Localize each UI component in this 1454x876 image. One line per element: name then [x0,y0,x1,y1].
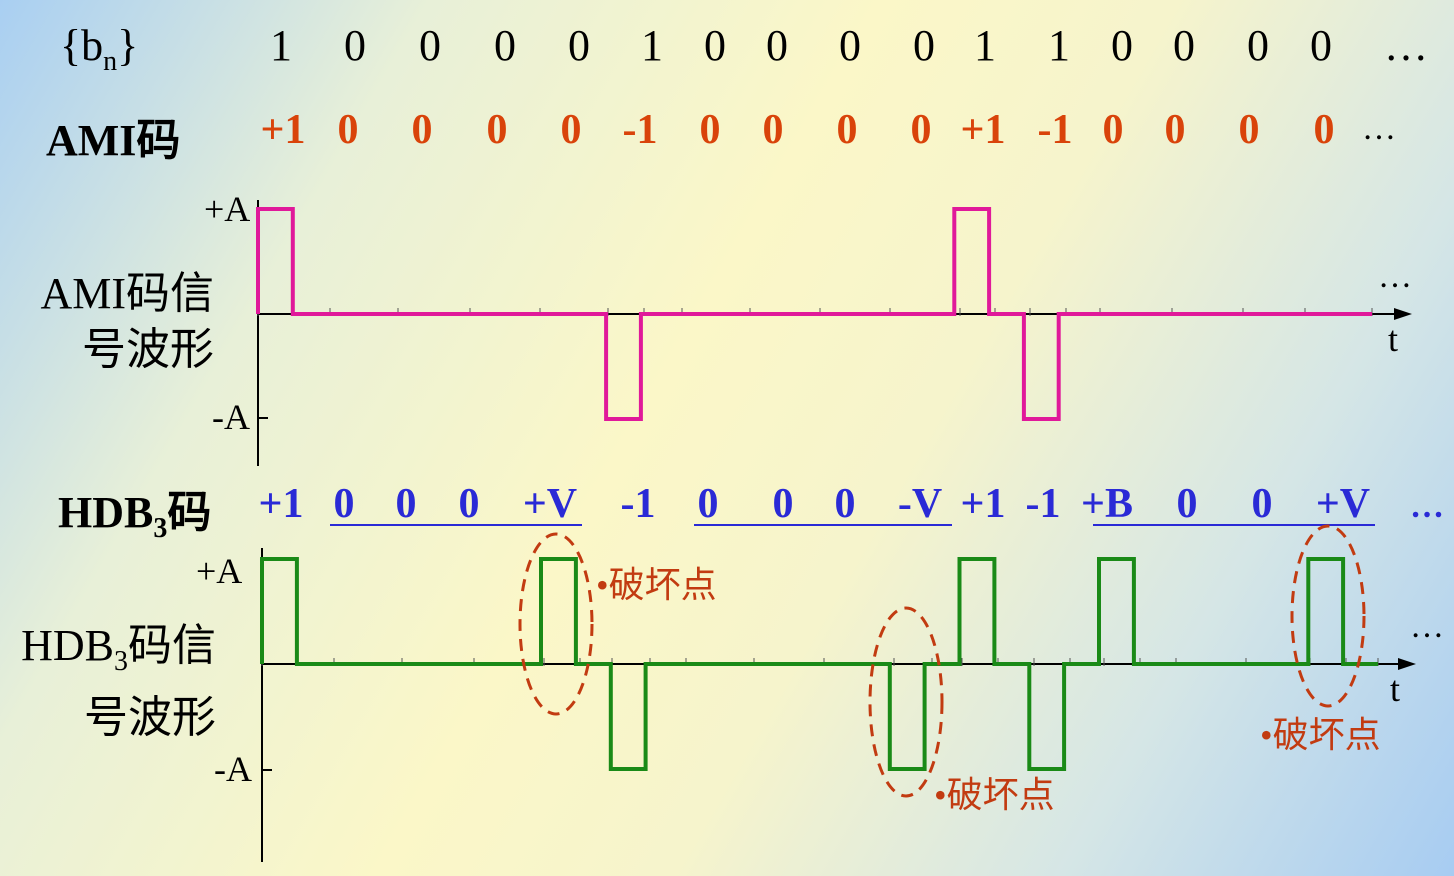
bn-digit: 0 [419,21,441,70]
hdb3-code-title: HDB3码 [58,488,212,544]
violation-ellipse [518,532,594,716]
hdb3-minus-a-label: -A [214,749,252,789]
bn-digit: 1 [1048,21,1070,70]
violation-ellipse [1290,524,1366,708]
hdb3-code-value: 0 [395,481,417,527]
hdb3-wave-ellipsis: … [1410,608,1444,645]
hdb3-code-value: 0 [697,481,719,527]
bn-digit: 0 [568,21,590,70]
hdb3-code-value: +1 [960,481,1006,527]
ami-wave-ellipsis: … [1378,258,1412,295]
hdb3-code-value: +1 [258,481,304,527]
ami-t-axis-arrow [1394,308,1412,320]
ami-code-value: 0 [1164,107,1186,153]
ami-code-title: AMI码 [46,116,181,165]
ami-t-label: t [1388,319,1399,359]
hdb3-t-axis-arrow [1398,658,1416,670]
hdb3-waveform-line [260,557,1378,771]
hdb3-plus-a-label: +A [196,551,243,591]
ami-code-value: 0 [1102,107,1124,153]
hdb3-code-value: +B [1081,481,1133,527]
ami-code-value: -1 [622,107,658,153]
bn-digit: 0 [1247,21,1269,70]
violation-note-2: •破坏点 [934,775,1055,815]
ami-ellipsis: … [1362,110,1396,147]
hdb3-code-value: -1 [620,481,656,527]
bn-digit: 0 [1173,21,1195,70]
hdb3-wave-caption: HDB3码信 号波形 [21,621,216,742]
ami-code-value: 0 [910,107,932,153]
ami-code-value: 0 [486,107,508,153]
bn-digit: 0 [1310,21,1332,70]
hdb3-ellipsis: … [1410,488,1444,525]
ami-code-value: +1 [960,107,1006,153]
ami-plus-a-label: +A [204,189,251,229]
bn-digit: 0 [494,21,516,70]
bn-digit: 0 [839,21,861,70]
hdb3-t-label: t [1390,669,1401,709]
ami-code-value: 0 [411,107,433,153]
ami-wave-caption: AMI码信 号波形 [40,269,214,374]
hdb3-code-value: +V [1315,481,1371,527]
violation-note-3: •破坏点 [1260,715,1381,755]
hdb3-code-value: 0 [834,481,856,527]
hdb3-code-value: 0 [458,481,480,527]
bn-digit: 0 [344,21,366,70]
hdb3-code-value: +V [522,481,578,527]
bn-digit: 1 [974,21,996,70]
hdb3-code-value: 0 [772,481,794,527]
bn-digit: 0 [704,21,726,70]
bn-ellipsis: … [1384,21,1428,70]
violation-note-1: •破坏点 [596,565,717,605]
bn-label: {bn} [60,21,139,77]
bn-digit: 0 [913,21,935,70]
violation-ellipse [868,606,944,798]
hdb3-code-value: -V [897,481,943,527]
ami-code-value: 0 [836,107,858,153]
bn-digit: 1 [270,21,292,70]
ami-code-value: 0 [1238,107,1260,153]
ami-code-value: 0 [337,107,359,153]
hdb3-code-value: 0 [1176,481,1198,527]
ami-code-value: -1 [1037,107,1073,153]
ami-code-value: 0 [699,107,721,153]
ami-minus-a-label: -A [212,397,250,437]
ami-code-value: +1 [260,107,306,153]
bn-digit: 0 [766,21,788,70]
ami-waveform-line [256,207,1372,421]
hdb3-code-value: 0 [333,481,355,527]
ami-code-value: 0 [560,107,582,153]
ami-code-value: 0 [1313,107,1335,153]
hdb3-code-value: 0 [1251,481,1273,527]
ami-code-value: 0 [762,107,784,153]
bn-digit: 1 [641,21,663,70]
bn-digit: 0 [1111,21,1133,70]
hdb3-code-value: -1 [1025,481,1061,527]
